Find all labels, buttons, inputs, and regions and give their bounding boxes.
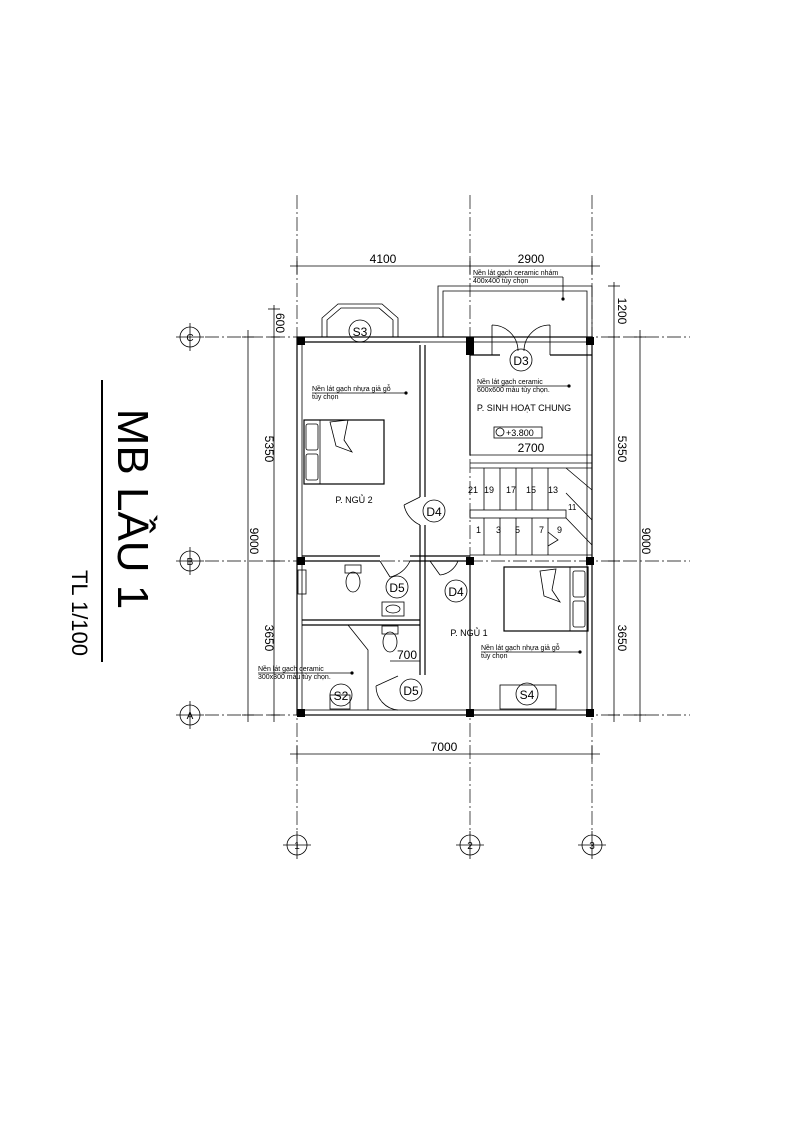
note-bed2: Nền lát gạch nhựa giả gỗ tùy chọn bbox=[312, 384, 408, 401]
dim-right-3650: 3650 bbox=[615, 625, 629, 652]
toilet-icon bbox=[344, 564, 362, 593]
bed-icon bbox=[303, 419, 385, 485]
grid-label-1: 1 bbox=[294, 841, 300, 852]
grid-label-3: 3 bbox=[589, 841, 595, 852]
drawing-title: MB LẦU 1 TL 1/100 bbox=[67, 380, 158, 662]
stair-number: 19 bbox=[484, 485, 494, 495]
grid-label-b: B bbox=[187, 557, 194, 568]
room-label-bed2: P. NGỦ 2 bbox=[335, 494, 372, 505]
dim-top-right: 2900 bbox=[518, 252, 545, 266]
tag-s2: S2 bbox=[329, 683, 353, 707]
grid-bubbles: C B A 1 2 3 bbox=[176, 323, 606, 859]
columns bbox=[297, 337, 594, 717]
staircase bbox=[469, 462, 593, 556]
tag-d3: D3 bbox=[509, 348, 533, 372]
tag-d5-wc-top: D5 bbox=[385, 575, 409, 599]
dim-right-5350: 5350 bbox=[615, 436, 629, 463]
dim-left-total: 9000 bbox=[247, 528, 261, 555]
grid-bubble-2: 2 bbox=[456, 831, 484, 859]
stair-number: 13 bbox=[548, 485, 558, 495]
grid-bubble-c: C bbox=[176, 323, 204, 351]
stair-number: 9 bbox=[557, 525, 562, 535]
grid-label-c: C bbox=[186, 333, 193, 344]
note-living: Nền lát gạch ceramic 600x600 màu tùy chọ… bbox=[477, 377, 571, 394]
dim-top-left: 4100 bbox=[370, 252, 397, 266]
bed-icon bbox=[503, 566, 589, 632]
toilet-icon bbox=[381, 625, 399, 653]
title-main: MB LẦU 1 bbox=[108, 409, 158, 610]
door-swing-icon bbox=[375, 324, 551, 711]
note-bed1: Nền lát gạch nhựa giả gỗ tùy chọn bbox=[481, 643, 582, 660]
dim-left-3650: 3650 bbox=[262, 625, 276, 652]
tag-d5-wc-bottom: D5 bbox=[399, 678, 423, 702]
svg-text:D5: D5 bbox=[389, 581, 405, 595]
svg-text:Nền lát gạch ceramic: Nền lát gạch ceramic bbox=[477, 377, 543, 386]
tag-d4-bed1: D4 bbox=[444, 579, 468, 603]
svg-text:300x300 màu tùy chọn.: 300x300 màu tùy chọn. bbox=[258, 674, 331, 681]
stair-number: 7 bbox=[539, 525, 544, 535]
wash-basin-icon bbox=[329, 694, 351, 710]
room-label-living: P. SINH HOẠT CHUNG bbox=[477, 403, 571, 413]
svg-text:D4: D4 bbox=[448, 585, 464, 599]
note-wc: Nền lát gạch ceramic 300x300 màu tùy chọ… bbox=[258, 664, 354, 681]
svg-text:Nền lát gạch ceramic: Nền lát gạch ceramic bbox=[258, 664, 324, 673]
svg-text:Nền lát gạch nhựa giả gỗ: Nền lát gạch nhựa giả gỗ bbox=[481, 643, 560, 652]
grid-bubble-b: B bbox=[176, 547, 204, 575]
grid-bubble-a: A bbox=[176, 701, 204, 729]
svg-text:tùy chọn: tùy chọn bbox=[481, 653, 508, 660]
svg-text:tùy chọn: tùy chọn bbox=[312, 394, 339, 401]
grid-bubble-3: 3 bbox=[578, 831, 606, 859]
tag-s3: S3 bbox=[348, 319, 372, 343]
tag-s4: S4 bbox=[515, 682, 539, 706]
stair-number: 5 bbox=[515, 525, 520, 535]
room-label-bed1: P. NGỦ 1 bbox=[450, 627, 487, 638]
grid-label-a: A bbox=[187, 711, 194, 722]
svg-text:D4: D4 bbox=[426, 505, 442, 519]
stair-number: 21 bbox=[468, 485, 478, 495]
stair-number: 3 bbox=[496, 525, 501, 535]
desk-icon bbox=[499, 684, 557, 710]
dim-left-5350: 5350 bbox=[262, 436, 276, 463]
svg-text:Nền lát gạch ceramic nhám: Nền lát gạch ceramic nhám bbox=[473, 268, 558, 277]
walls bbox=[296, 285, 593, 716]
svg-text:400x400 tùy chọn: 400x400 tùy chọn bbox=[473, 278, 528, 285]
tag-d4-bed2: D4 bbox=[422, 499, 446, 523]
svg-text:+3.800: +3.800 bbox=[506, 428, 534, 438]
dimension-lines bbox=[242, 258, 646, 762]
stair-number: 1 bbox=[476, 525, 481, 535]
svg-text:D3: D3 bbox=[513, 354, 529, 368]
note-balcony: Nền lát gạch ceramic nhám 400x400 tùy ch… bbox=[473, 268, 565, 301]
dim-wc-700: 700 bbox=[397, 648, 417, 662]
grid-bubble-1: 1 bbox=[283, 831, 311, 859]
dim-bottom-total: 7000 bbox=[431, 740, 458, 754]
svg-text:600x600 màu tùy chọn.: 600x600 màu tùy chọn. bbox=[477, 387, 550, 394]
svg-text:D5: D5 bbox=[403, 684, 419, 698]
level-mark: +3.800 bbox=[493, 426, 543, 439]
dim-left-600: 600 bbox=[273, 313, 287, 333]
grid-label-2: 2 bbox=[467, 841, 473, 852]
stair-number: 17 bbox=[506, 485, 516, 495]
title-scale: TL 1/100 bbox=[67, 570, 92, 656]
grid-lines bbox=[205, 195, 690, 830]
svg-text:Nền lát gạch nhựa giả gỗ: Nền lát gạch nhựa giả gỗ bbox=[312, 384, 391, 393]
svg-text:S3: S3 bbox=[353, 325, 368, 339]
dim-stair-width: 2700 bbox=[518, 441, 545, 455]
bay-window-icon bbox=[321, 303, 399, 337]
dim-right-total: 9000 bbox=[639, 528, 653, 555]
svg-text:S4: S4 bbox=[520, 688, 535, 702]
dim-balcony-1200: 1200 bbox=[615, 298, 629, 325]
stair-number: 15 bbox=[526, 485, 536, 495]
shower-icon bbox=[297, 569, 369, 710]
svg-text:S2: S2 bbox=[334, 689, 349, 703]
stair-number: 11 bbox=[568, 503, 577, 512]
sink-icon bbox=[381, 601, 405, 617]
